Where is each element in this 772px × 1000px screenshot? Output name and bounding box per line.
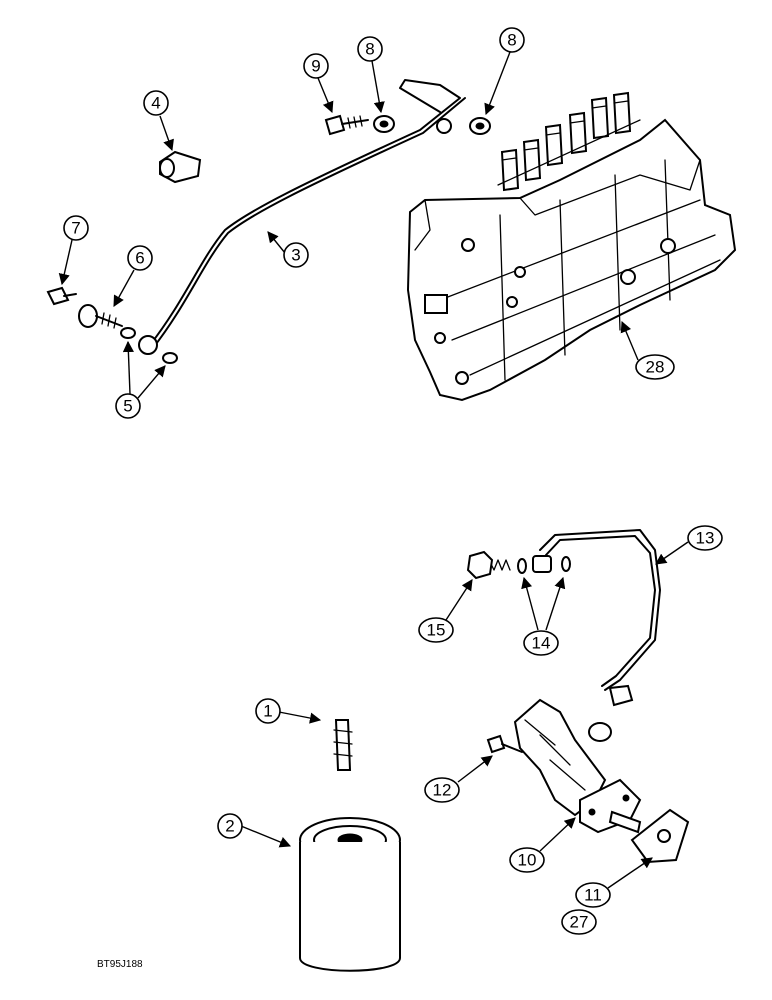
line-end-fitting [138, 335, 158, 355]
svg-text:15: 15 [427, 621, 446, 640]
svg-text:4: 4 [151, 94, 160, 113]
pump-port [660, 238, 676, 254]
callout-8a: 8 [357, 36, 385, 114]
pump-bolt [506, 296, 518, 308]
svg-text:14: 14 [532, 634, 551, 653]
svg-text:10: 10 [518, 851, 537, 870]
svg-text:2: 2 [225, 817, 234, 836]
pump-bolt [455, 371, 469, 385]
bolt-12 [486, 734, 523, 754]
delivery-valve-row [497, 91, 641, 192]
fuel-filter-2 [299, 817, 401, 972]
transfer-pump-10 [513, 698, 642, 834]
callout-6: 6 [113, 245, 153, 307]
washer-hole [379, 120, 389, 128]
svg-text:9: 9 [311, 57, 320, 76]
callout-28: 28 [620, 320, 675, 380]
svg-text:7: 7 [71, 219, 80, 238]
svg-text:11: 11 [584, 886, 602, 905]
svg-text:12: 12 [433, 781, 452, 800]
callout-3: 3 [267, 231, 309, 268]
callout-15: 15 [418, 579, 473, 643]
mount-hole [588, 808, 596, 816]
gasket-11 [630, 808, 690, 864]
svg-text:28: 28 [646, 358, 665, 377]
reference-code: BT95J188 [97, 959, 143, 970]
callout-27: 27 [561, 909, 597, 935]
callout-1: 1 [255, 698, 322, 724]
bolt-9 [324, 114, 369, 136]
washer-14b [561, 556, 571, 572]
callout-4: 4 [143, 90, 174, 152]
callout-7: 7 [58, 215, 89, 286]
callout-8b: 8 [484, 27, 525, 116]
washer-5a [120, 327, 136, 339]
washer-14a [517, 558, 527, 574]
svg-text:13: 13 [696, 529, 715, 548]
svg-text:27: 27 [570, 913, 589, 932]
fuel-line-13 [539, 529, 661, 707]
callout-11: 11 [575, 857, 653, 908]
washer-5b [162, 352, 178, 364]
banjo-bolt-6 [78, 304, 123, 329]
pump-nameplate [424, 294, 448, 314]
fitting-7 [46, 286, 77, 306]
banjo-fitting [532, 555, 552, 573]
clamp-4 [159, 150, 202, 184]
callout-5: 5 [115, 340, 166, 419]
mount-hole [622, 794, 630, 802]
pump-bolt [434, 332, 446, 344]
callout-12: 12 [424, 755, 493, 803]
svg-text:6: 6 [135, 249, 144, 268]
fuel-injection-pump [406, 91, 737, 402]
callout-13: 13 [655, 525, 723, 565]
pump-port [514, 266, 526, 278]
callout-2: 2 [217, 813, 292, 848]
callout-14: 14 [521, 576, 566, 656]
pump-port [620, 269, 636, 285]
svg-text:3: 3 [291, 246, 300, 265]
callout-9: 9 [303, 53, 334, 114]
washer-hole [475, 122, 485, 130]
spring [489, 559, 511, 571]
callout-10: 10 [509, 817, 576, 873]
svg-text:5: 5 [123, 397, 132, 416]
svg-text:8: 8 [365, 40, 374, 59]
cap-nut-15 [466, 550, 494, 580]
filter-adapter-1 [333, 719, 353, 771]
pump-port [461, 238, 475, 252]
line-end-fitting [436, 118, 452, 134]
fuel-line-3 [138, 79, 466, 355]
svg-text:8: 8 [507, 31, 516, 50]
svg-text:1: 1 [263, 702, 272, 721]
